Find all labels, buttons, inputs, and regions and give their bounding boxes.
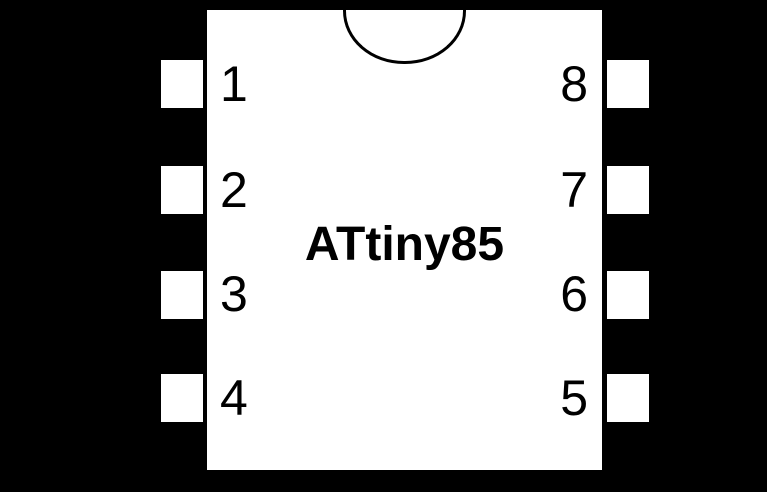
orientation-notch-icon [343,10,466,64]
chip-body: ATtiny85 1 2 3 4 8 7 6 5 [207,10,602,470]
chip-name-label: ATtiny85 [304,218,505,271]
pin-pad-4 [161,374,203,422]
pin-pad-8 [607,60,649,108]
pin-number-2: 2 [220,162,248,218]
pin-pad-5 [607,374,649,422]
pin-pad-7 [607,166,649,214]
pin-number-8: 8 [560,56,588,112]
pin-number-6: 6 [560,266,588,322]
pin-number-1: 1 [220,56,248,112]
pin-number-4: 4 [220,370,248,426]
pin-number-5: 5 [560,370,588,426]
pin-pad-6 [607,271,649,319]
pin-number-7: 7 [560,162,588,218]
pin-pad-1 [161,60,203,108]
pin-pad-2 [161,166,203,214]
pin-number-3: 3 [220,266,248,322]
pin-pad-3 [161,271,203,319]
